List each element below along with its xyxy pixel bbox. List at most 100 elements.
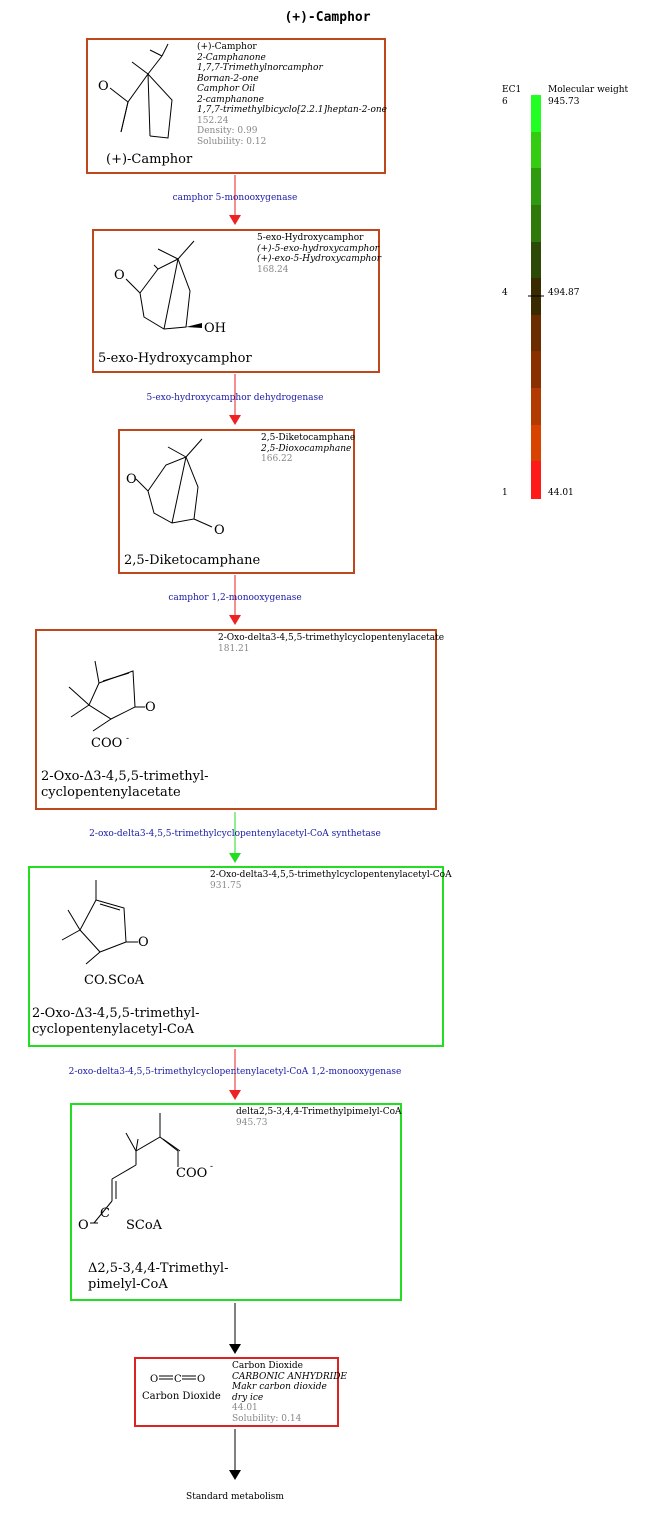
arrow-7-head	[229, 1470, 241, 1480]
diketocamphane-synonym: 2,5-Dioxocamphane	[261, 443, 352, 454]
structure-carbon-dioxide: O C O	[150, 1374, 205, 1385]
enzyme-label-2[interactable]: 5-exo-hydroxycamphor dehydrogenase	[146, 393, 324, 403]
arrow-2-head	[229, 415, 241, 425]
hydroxycamphor-oh-label: OH	[204, 321, 226, 336]
pimelyl-caption-line1: Δ2,5-3,4,4-Trimethyl-	[88, 1261, 229, 1276]
camphor-caption: (+)-Camphor	[106, 152, 193, 167]
co2-mw: 44.01	[232, 1403, 258, 1413]
pimelyl-o-label: O	[78, 1218, 89, 1233]
pimelyl-coo-label: COO	[176, 1166, 207, 1181]
legend-ec-tick-mid: 4	[502, 288, 508, 298]
camphor-synonym: Camphor Oil	[197, 84, 256, 94]
arrow-1-head	[229, 215, 241, 225]
enzyme-label-4[interactable]: 2-oxo-delta3-4,5,5-trimethylcyclopenteny…	[89, 829, 381, 839]
legend-colorbar-segment	[531, 204, 541, 243]
cpacoa-caption: 2-Oxo-Δ3-4,5,5-trimethyl- cyclopentenyla…	[32, 1006, 200, 1038]
cpacetate-caption-line1: 2-Oxo-Δ3-4,5,5-trimethyl-	[41, 769, 209, 784]
arrow-5-head	[229, 1090, 241, 1100]
co2-solubility: Solubility: 0.14	[232, 1413, 302, 1424]
arrow-4-head	[229, 853, 241, 863]
cpacoa-name: 2-Oxo-delta3-4,5,5-trimethylcyclopenteny…	[210, 870, 452, 880]
hydroxycamphor-caption: 5-exo-Hydroxycamphor	[98, 351, 252, 366]
camphor-synonym: Bornan-2-one	[197, 73, 259, 84]
legend-mw-tick-mid: 494.87	[548, 288, 580, 298]
diketo-o2-label: O	[214, 523, 225, 538]
co2-name: Carbon Dioxide	[232, 1361, 303, 1371]
compound-box-diketocamphane[interactable]: O O 2,5-Diketocamphane 2,5-Dioxocamphane…	[118, 429, 355, 574]
cpacetate-coo-label: COO	[91, 736, 122, 751]
camphor-synonym: 1,7,7-trimethylbicyclo[2.2.1]heptan-2-on…	[197, 105, 388, 115]
co2-synonym: dry ice	[232, 1392, 264, 1403]
camphor-synonym: 1,7,7-Trimethylnorcamphor	[197, 63, 323, 73]
legend-colorbar-segment	[531, 168, 541, 206]
co2-o2-label: O	[197, 1374, 205, 1385]
diketocamphane-name: 2,5-Diketocamphane	[261, 433, 356, 443]
cpacetate-caption: 2-Oxo-Δ3-4,5,5-trimethyl- cyclopentenyla…	[41, 769, 209, 801]
cpacetate-name: 2-Oxo-delta3-4,5,5-trimethylcyclopenteny…	[218, 633, 445, 643]
hydroxycamphor-mw: 168.24	[257, 264, 289, 275]
cpacetate-charge-label: -	[126, 734, 129, 744]
compound-box-hydroxycamphor[interactable]: O OH 5-exo-Hydroxycamphor (+)-5-exo-hydr…	[92, 229, 382, 373]
legend-colorbar-segment	[531, 278, 541, 316]
enzyme-label-1[interactable]: camphor 5-monooxygenase	[172, 193, 298, 203]
cpacoa-coscoa-label: CO.SCoA	[84, 973, 145, 988]
camphor-synonym: 2-camphanone	[197, 94, 264, 105]
cpacetate-o-label: O	[145, 700, 156, 715]
diketo-o1-label: O	[126, 472, 137, 487]
pimelyl-mw: 945.73	[236, 1117, 268, 1128]
cpacoa-caption-line2: cyclopentenylacetyl-CoA	[32, 1022, 195, 1037]
legend-mw-title: Molecular weight	[548, 85, 629, 95]
camphor-mw: 152.24	[197, 115, 229, 126]
standard-metabolism-label[interactable]: Standard metabolism	[186, 1492, 284, 1502]
structure-camphor: O	[98, 43, 173, 139]
page-title: (+)-Camphor	[284, 10, 371, 25]
legend-colorbar-segment	[531, 314, 541, 353]
legend-colorbar-segment	[531, 131, 541, 169]
cpacoa-caption-line1: 2-Oxo-Δ3-4,5,5-trimethyl-	[32, 1006, 200, 1021]
pimelyl-charge-label: -	[210, 1162, 213, 1172]
pimelyl-c-label: C	[100, 1206, 110, 1221]
co2-synonym: Makr carbon dioxide	[232, 1382, 327, 1392]
legend-ec-title: EC1	[502, 85, 522, 95]
camphor-o-label: O	[98, 79, 109, 94]
compound-box-camphor[interactable]: O (+)-Camphor 2-Camphanone 1,7,7-Trimeth…	[86, 38, 388, 174]
structure-diketocamphane: O O	[126, 438, 225, 538]
pimelyl-caption-line2: pimelyl-CoA	[88, 1277, 168, 1292]
cpacoa-mw: 931.75	[210, 880, 242, 891]
hydroxycamphor-synonym: (+)-exo-5-Hydroxycamphor	[257, 254, 382, 264]
co2-o1-label: O	[150, 1374, 158, 1385]
camphor-name: (+)-Camphor	[197, 42, 257, 52]
legend-colorbar-segment	[531, 351, 541, 389]
legend-ec-tick-bottom: 1	[502, 488, 508, 498]
legend-colorbar-segment	[531, 388, 541, 426]
arrow-3-head	[229, 615, 241, 625]
diketocamphane-mw: 166.22	[261, 454, 293, 464]
camphor-synonym: 2-Camphanone	[197, 52, 266, 63]
co2-synonym: CARBONIC ANHYDRIDE	[232, 1371, 347, 1382]
arrow-6-head	[229, 1344, 241, 1354]
hydroxycamphor-o-label: O	[114, 268, 125, 283]
legend-colorbar-mid-tick	[528, 295, 544, 297]
compound-box-trimethylpimelyl-coa[interactable]: COO - O C SCoA delta2,5-3,4,4-Trimethylp…	[70, 1103, 402, 1301]
compound-box-carbon-dioxide[interactable]: O C O Carbon Dioxide CARBONIC ANHYDRIDE …	[134, 1357, 347, 1427]
legend-colorbar-segment	[531, 95, 541, 133]
structure-cyclopentenylacetate: O COO -	[68, 660, 156, 751]
compound-box-cyclopentenylacetyl-coa[interactable]: O CO.SCoA 2-Oxo-delta3-4,5,5-trimethylcy…	[28, 866, 452, 1047]
cpacetate-mw: 181.21	[218, 643, 250, 654]
legend-colorbar-segment	[531, 461, 541, 499]
enzyme-label-3[interactable]: camphor 1,2-monooxygenase	[168, 593, 302, 603]
compound-box-cyclopentenylacetate[interactable]: O COO - 2-Oxo-delta3-4,5,5-trimethylcycl…	[35, 629, 444, 810]
camphor-solubility: Solubility: 0.12	[197, 136, 267, 147]
enzyme-label-5[interactable]: 2-oxo-delta3-4,5,5-trimethylcyclopenteny…	[68, 1067, 402, 1077]
cpacetate-caption-line2: cyclopentenylacetate	[41, 785, 181, 800]
pimelyl-scoa-label: SCoA	[126, 1218, 163, 1233]
legend-colorbar-segment	[531, 424, 541, 462]
pimelyl-name: delta2,5-3,4,4-Trimethylpimelyl-CoA	[236, 1107, 402, 1117]
diketocamphane-caption: 2,5-Diketocamphane	[124, 553, 261, 568]
co2-c-label: C	[174, 1374, 182, 1385]
hydroxycamphor-name: 5-exo-Hydroxycamphor	[257, 233, 364, 243]
structure-hydroxycamphor: O OH	[114, 240, 226, 336]
legend-ec-tick-top: 6	[502, 97, 508, 107]
pimelyl-caption: Δ2,5-3,4,4-Trimethyl- pimelyl-CoA	[88, 1261, 228, 1293]
